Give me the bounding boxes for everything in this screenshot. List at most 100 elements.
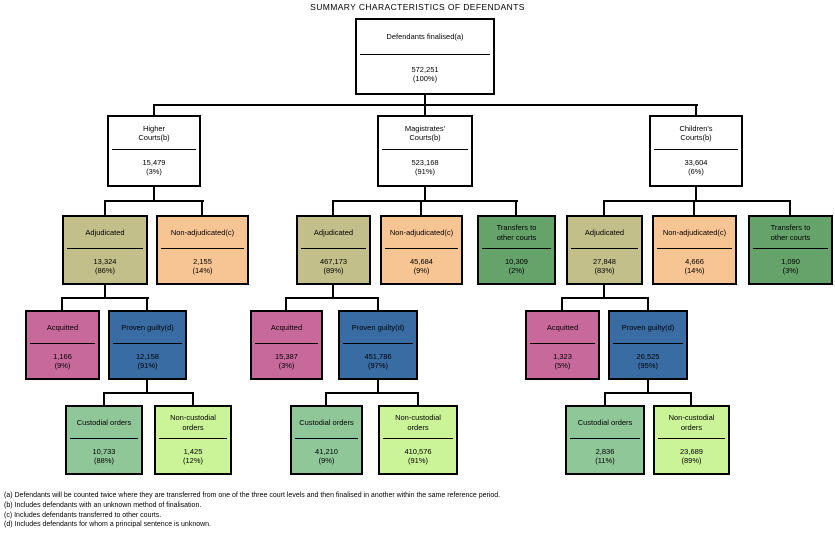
node-childrens-adjudicated: Adjudicated 27,848(83%) [566,215,643,285]
node-label: Non-adjudicated(c) [161,217,244,250]
node-pct: (3%) [782,266,799,276]
node-label: Proven guilty(d) [343,312,413,345]
node-label: Custodial orders [295,407,358,440]
node-pct: (2%) [508,266,525,276]
node-pct: (9%) [318,456,335,466]
connector-line [603,285,605,299]
node-magistrates-adjudicated: Adjudicated 467,173(89%) [296,215,371,285]
node-value: 410,576 [404,446,432,456]
node-magistrates-non-custodial-orders: Non-custodial orders 410,576(91%) [378,405,458,475]
connector-line [424,187,426,201]
connector-line [417,392,419,405]
node-value: 26,525 [636,351,660,361]
node-value: 523,168 [411,158,439,168]
node-label: Higher Courts(b) [112,117,196,150]
connector-line [647,297,649,310]
connector-line [693,200,695,215]
footnotes: (a) Defendants will be counted twice whe… [4,491,500,530]
node-value: 41,210 [315,446,338,456]
node-pct: (6%) [688,167,704,177]
node-value: 1,425 [183,446,203,456]
connector-line [192,392,194,405]
node-label: Custodial orders [70,407,138,440]
node-label: Defendants finalised(a) [360,20,490,56]
node-pct: (86%) [94,266,115,276]
node-value: 33,604 [684,158,708,168]
node-value: 2,836 [595,446,615,456]
connector-line [61,297,63,310]
node-magistrates-courts: Magistrates' Courts(b) 523,168(91%) [377,115,473,187]
node-label: Non-custodial orders [658,407,725,440]
node-label: Acquitted [30,312,95,345]
node-higher-courts: Higher Courts(b) 15,479(3%) [107,115,201,187]
node-value: 15,387 [275,351,298,361]
node-magistrates-non-adjudicated: Non-adjudicated(c) 45,684(9%) [380,215,463,285]
connector-line [332,200,334,215]
connector-line [325,392,327,405]
node-value: 12,158 [136,351,159,361]
node-pct: (95%) [637,361,658,371]
connector-line [420,200,422,215]
node-pct: (89%) [681,456,702,466]
node-pct: (14%) [192,266,213,276]
connector-line [332,200,518,202]
node-value: 27,848 [593,256,616,266]
node-label: Adjudicated [67,217,143,250]
node-pct: (83%) [594,266,615,276]
node-value: 1,323 [553,351,572,361]
connector-line [146,380,148,394]
node-value: 1,090 [781,256,800,266]
node-pct: (100%) [412,74,438,84]
node-pct: (3%) [278,361,295,371]
connector-line [690,392,692,405]
node-higher-adjudicated: Adjudicated 13,324(86%) [62,215,148,285]
node-magistrates-proven-guilty: Proven guilty(d) 451,786(97%) [338,310,418,380]
connector-line [103,392,194,394]
node-magistrates-acquitted: Acquitted 15,387(3%) [250,310,323,380]
connector-line [104,200,204,202]
connector-line [153,104,155,115]
connector-line [104,200,106,215]
node-pct: (9%) [413,266,430,276]
node-defendants-finalised: Defendants finalised(a) 572,251(100%) [355,18,495,95]
node-value: 10,309 [505,256,528,266]
connector-line [153,187,155,201]
node-label: Custodial orders [570,407,640,440]
node-magistrates-custodial-orders: Custodial orders 41,210(9%) [290,405,363,475]
node-pct: (91%) [407,456,428,466]
connector-line [647,380,649,394]
node-pct: (89%) [323,266,344,276]
node-label: Children's Courts(b) [654,117,738,150]
connector-line [561,297,649,299]
node-label: Transfers to other courts [482,217,551,250]
connector-line [561,297,563,310]
connector-line [285,297,379,299]
node-value: 572,251 [411,64,439,74]
chart-title: SUMMARY CHARACTERISTICS OF DEFENDANTS [310,2,525,12]
node-value: 451,786 [364,351,392,361]
connector-line [153,104,698,106]
node-childrens-proven-guilty: Proven guilty(d) 26,525(95%) [608,310,688,380]
footnote-b: (b) Includes defendants with an unknown … [4,501,202,509]
node-label: Acquitted [255,312,318,345]
connector-line [377,297,379,310]
node-label: Non-adjudicated(c) [385,217,458,250]
connector-line [103,392,105,405]
node-value: 13,324 [93,256,117,266]
node-value: 10,733 [92,446,116,456]
node-higher-custodial-orders: Custodial orders 10,733(88%) [65,405,143,475]
footnote-c: (c) Includes defendants transferred to o… [4,511,162,519]
connector-line [604,392,606,405]
footnote-a: (a) Defendants will be counted twice whe… [4,492,501,499]
node-childrens-transfers: Transfers to other courts 1,090(3%) [748,215,833,285]
node-label: Adjudicated [301,217,366,250]
connector-line [332,285,334,299]
connector-line [603,200,605,215]
node-childrens-non-custodial-orders: Non-custodial orders 23,689(89%) [653,405,730,475]
node-magistrates-transfers: Transfers to other courts 10,309(2%) [477,215,556,285]
node-childrens-acquitted: Acquitted 1,323(5%) [525,310,600,380]
node-pct: (97%) [367,361,388,371]
connector-line [325,392,419,394]
node-value: 1,166 [53,351,72,361]
node-childrens-custodial-orders: Custodial orders 2,836(11%) [565,405,645,475]
